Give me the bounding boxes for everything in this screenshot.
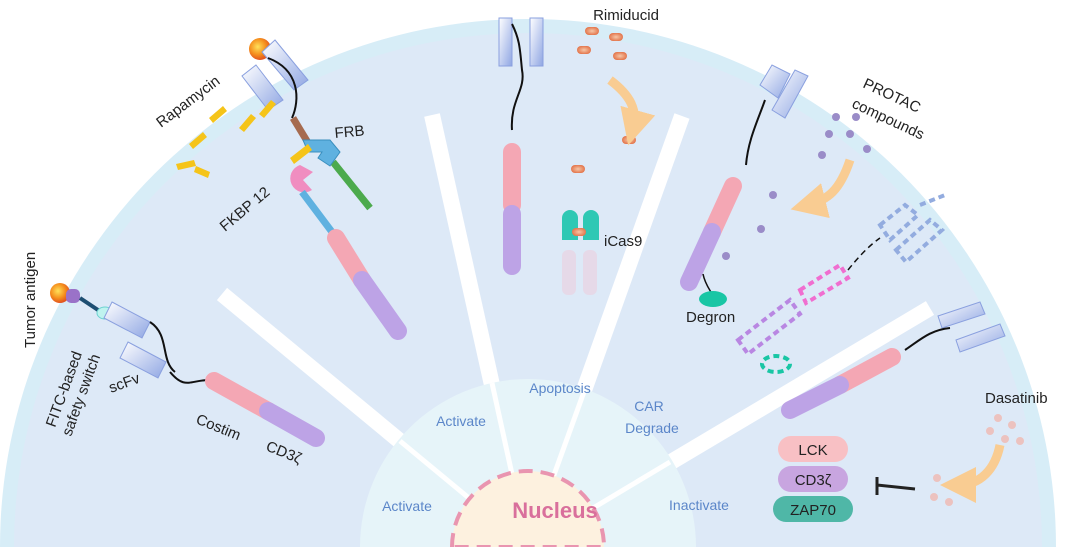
- icas9-icon: [562, 210, 599, 295]
- zone-apoptosis: Apoptosis: [529, 380, 590, 396]
- degraded-car-icon: [735, 193, 946, 374]
- svg-text:CD3ζ: CD3ζ: [795, 472, 832, 489]
- degron-icon: [699, 291, 727, 307]
- frb-stalk: [330, 159, 373, 211]
- inhibition-icon: [875, 477, 916, 495]
- scfv-icon: [241, 39, 309, 119]
- scfv-icon: [103, 301, 176, 379]
- scfv-icon: [904, 301, 1006, 353]
- svg-text:ZAP70: ZAP70: [790, 502, 836, 519]
- zone-labels: Activate Activate Apoptosis CAR Degrade …: [382, 380, 729, 514]
- lck-pill: LCK: [778, 436, 848, 462]
- tumor-antigen-label: Tumor antigen: [22, 252, 39, 348]
- panel-fitc-switch: Tumor antigen FITC-based safety switch s…: [22, 252, 325, 468]
- car-signaling-domains: [781, 348, 901, 419]
- dasatinib-arrow-icon: [940, 443, 1005, 503]
- car-signaling-domains: [327, 229, 407, 340]
- frb-icon: [302, 139, 341, 167]
- dasatinib-label: Dasatinib: [985, 390, 1048, 407]
- zone-car-degrade-line1: CAR: [634, 398, 664, 414]
- car-stalk: [299, 189, 338, 239]
- protac-arrow-icon: [790, 158, 855, 219]
- car-signaling-domains: [680, 177, 742, 291]
- rapamycin-molecules: [176, 100, 312, 178]
- icas9-label: iCas9: [604, 233, 642, 250]
- nucleus: [449, 469, 607, 549]
- rimiducid-label: Rimiducid: [593, 7, 659, 24]
- nucleus-label: Nucleus: [512, 498, 598, 523]
- panel-icas9-switch: Rimiducid iCas9: [498, 7, 659, 295]
- zone-inactivate: Inactivate: [669, 497, 729, 513]
- svg-text:LCK: LCK: [798, 442, 827, 459]
- inner-zone: [360, 379, 696, 547]
- panel-dasatinib-switch: LCK CD3ζ ZAP70 Dasatinib: [773, 301, 1048, 522]
- car-signaling-domains: [205, 372, 325, 447]
- degron-label: Degron: [686, 309, 735, 326]
- zone-activate-outer: Activate: [382, 498, 432, 514]
- tumor-antigen-icon: [50, 283, 70, 303]
- frb-label: FRB: [334, 122, 365, 142]
- zone-car-degrade-line2: Degrade: [625, 420, 679, 436]
- zap70-pill: ZAP70: [773, 496, 853, 522]
- cd3z-pill: CD3ζ: [778, 466, 848, 492]
- protac-molecules: [722, 113, 871, 260]
- fkbp12-icon: [290, 165, 313, 193]
- zone-activate-inner: Activate: [436, 413, 486, 429]
- scfv-icon: [498, 17, 544, 131]
- scfv-icon: [745, 64, 809, 166]
- rimiducid-arrow-icon: [607, 76, 656, 146]
